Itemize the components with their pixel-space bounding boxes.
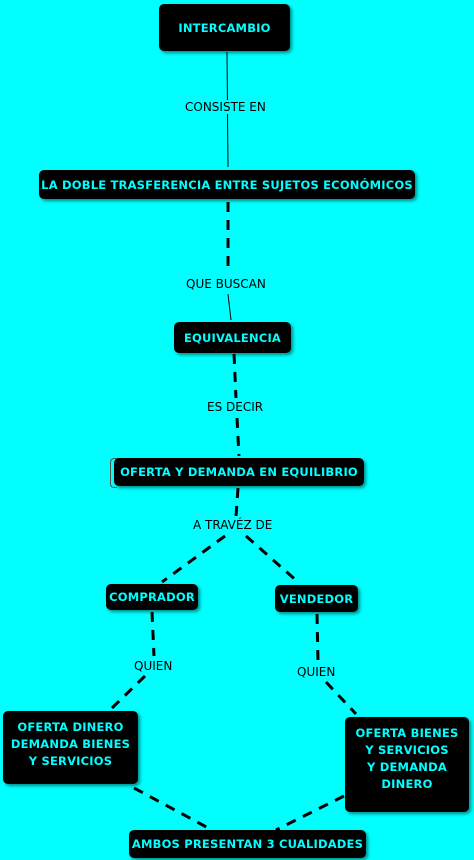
connector-ofertadinero-ambos — [133, 786, 213, 832]
connector-comprador-quien — [150, 611, 156, 657]
node-ambos-presentan[interactable]: AMBOS PRESENTAN 3 CUALIDADES — [129, 830, 366, 858]
node-oferta-dinero[interactable]: OFERTA DINERO DEMANDA BIENES Y SERVICIOS — [3, 711, 138, 784]
connector-oferta-atraves — [234, 487, 240, 517]
node-intercambio[interactable]: INTERCAMBIO — [159, 4, 290, 51]
link-label-que-buscan: QUE BUSCAN — [184, 277, 268, 291]
connector-atraves-vendedor — [245, 534, 299, 584]
node-oferta-bienes[interactable]: OFERTA BIENES Y SERVICIOS Y DEMANDA DINE… — [345, 717, 469, 812]
node-doble-trasferencia[interactable]: LA DOBLE TRASFERENCIA ENTRE SUJETOS ECON… — [39, 170, 415, 199]
connector-atraves-comprador — [161, 534, 226, 584]
node-vendedor[interactable]: VENDEDOR — [275, 585, 358, 612]
connector-quebuscan-equivalencia — [227, 293, 232, 321]
connector-esdecir-oferta — [235, 417, 241, 457]
link-label-quien-right: QUIEN — [295, 665, 338, 679]
selection-bracket — [110, 458, 117, 488]
link-label-es-decir: ES DECIR — [205, 400, 266, 414]
connector-ofertabienes-ambos — [275, 794, 345, 832]
node-oferta-demanda-equilibrio[interactable]: OFERTA Y DEMANDA EN EQUILIBRIO — [114, 458, 364, 486]
node-comprador[interactable]: COMPRADOR — [106, 584, 198, 610]
node-equivalencia[interactable]: EQUIVALENCIA — [174, 322, 291, 353]
link-label-quien-left: QUIEN — [132, 659, 175, 673]
connector-quien-ofertadinero — [110, 674, 147, 710]
connector-vendedor-quien — [315, 613, 320, 663]
connector-equivalencia-esdecir — [232, 353, 238, 399]
link-label-a-traves-de: A TRAVÉZ DE — [191, 518, 275, 532]
link-label-consiste-en: CONSISTE EN — [183, 100, 268, 114]
connector-quien-ofertabienes — [324, 680, 358, 716]
